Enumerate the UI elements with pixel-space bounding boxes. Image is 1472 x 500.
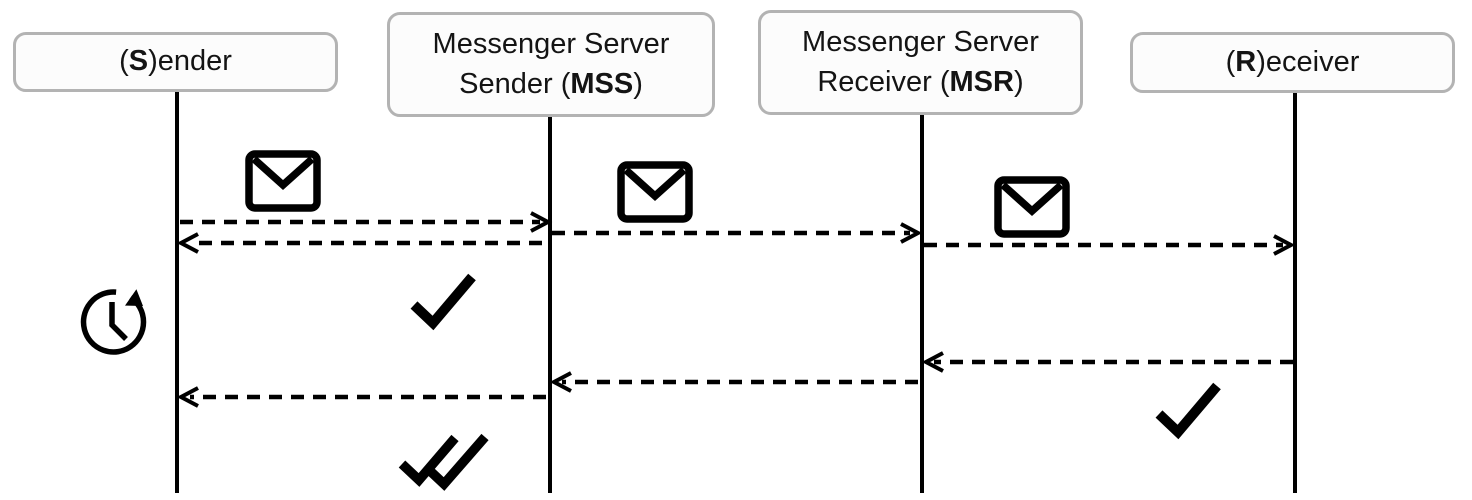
actor-box-mss: Messenger Server Sender (MSS) — [387, 12, 715, 117]
actor-box-sender: (S)ender — [13, 32, 338, 92]
actor-sender-label-pre: ( — [119, 45, 129, 78]
message-arrow-mss-to-msr — [552, 222, 923, 244]
actor-mss-line1-text: Messenger Server — [432, 28, 670, 61]
actor-box-msr: Messenger Server Receiver (MSR) — [758, 10, 1083, 115]
ack-arrow-mss-to-sender — [176, 232, 542, 254]
actor-sender-label: (S)ender — [119, 42, 232, 81]
actor-sender-label-post: )ender — [148, 45, 232, 78]
actor-msr-line1-text: Messenger Server — [802, 26, 1039, 59]
actor-receiver-label: (R)eceiver — [1226, 43, 1360, 82]
actor-msr-line2-post: ) — [1013, 65, 1024, 98]
actor-receiver-label-post: )eceiver — [1256, 45, 1360, 78]
actor-mss-label: Messenger Server Sender (MSS) — [433, 25, 670, 103]
actor-msr-line1: Messenger Server — [802, 23, 1039, 62]
double-check-icon — [402, 437, 485, 484]
actor-mss-line2-pre: Sender ( — [459, 67, 571, 100]
envelope-icon — [621, 165, 689, 219]
pending-clock-icon — [80, 289, 147, 355]
actor-box-receiver: (R)eceiver — [1130, 32, 1455, 93]
ack-arrow-msr-to-mss — [549, 371, 918, 393]
actor-receiver-label-bold: R — [1235, 45, 1257, 78]
actor-mss-line2: Sender (MSS) — [433, 65, 670, 104]
single-check-icon — [414, 277, 472, 323]
actor-msr-line2-bold: MSR — [949, 65, 1014, 98]
actor-sender-label-bold: S — [128, 45, 149, 78]
actor-mss-line2-post: ) — [633, 67, 643, 100]
actor-msr-label: Messenger Server Receiver (MSR) — [802, 23, 1039, 101]
actor-receiver-label-pre: ( — [1225, 45, 1236, 78]
envelope-icon — [998, 180, 1066, 234]
actor-mss-line2-bold: MSS — [570, 67, 634, 100]
actor-mss-line1: Messenger Server — [433, 25, 670, 64]
actor-msr-line2-pre: Receiver ( — [817, 65, 950, 98]
ack-arrow-mss-to-sender-final — [176, 386, 546, 408]
actor-msr-line2: Receiver (MSR) — [802, 63, 1039, 102]
message-arrow-msr-to-receiver — [924, 234, 1296, 256]
ack-arrow-receiver-to-msr — [921, 351, 1293, 373]
envelope-icon — [249, 154, 317, 208]
single-check-icon — [1159, 386, 1217, 432]
message-arrow-sender-to-mss — [180, 211, 553, 233]
